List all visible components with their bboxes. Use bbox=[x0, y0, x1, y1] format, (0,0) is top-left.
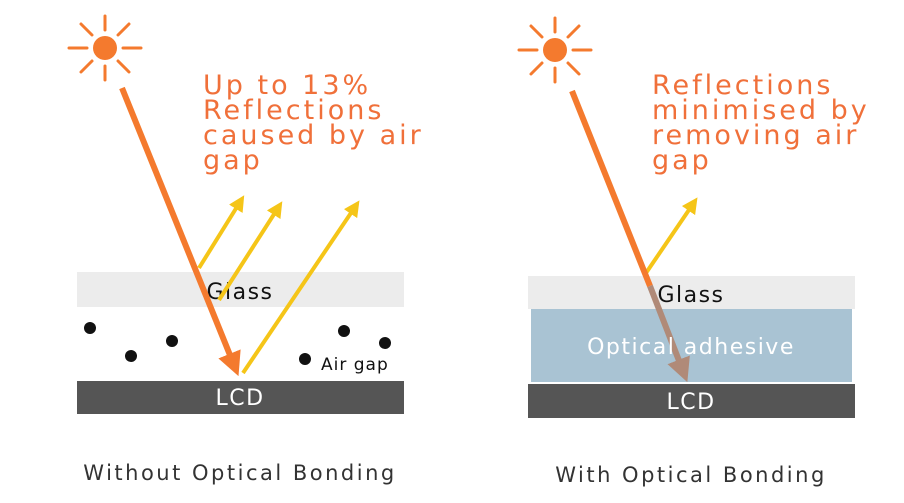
right-callout-line-1: Reflections bbox=[652, 70, 833, 101]
left-lcd-layer bbox=[77, 381, 404, 414]
right-glass-layer bbox=[528, 276, 855, 309]
left-callout-line-2: Reflections bbox=[203, 95, 384, 126]
reflected-ray bbox=[197, 195, 245, 270]
right-caption: With Optical Bonding bbox=[555, 463, 827, 487]
left-callout: Up to 13% Reflections caused by air gap bbox=[203, 70, 435, 176]
left-caption: Without Optical Bonding bbox=[83, 461, 396, 485]
right-lcd-label: LCD bbox=[666, 390, 715, 415]
air-dot bbox=[338, 325, 350, 337]
right-panel: Reflections minimised by removing air ga… bbox=[517, 16, 881, 487]
left-glass-layer bbox=[77, 272, 404, 307]
right-lcd-layer bbox=[528, 384, 855, 418]
right-incident-ray-transmitted bbox=[647, 284, 690, 383]
air-gap-label: Air gap bbox=[321, 355, 389, 375]
air-dot bbox=[379, 337, 391, 349]
left-callout-line-4: gap bbox=[203, 145, 263, 176]
right-callout-line-3: removing air bbox=[652, 120, 859, 151]
left-glass-label: Glass bbox=[206, 280, 273, 305]
left-incident-ray bbox=[119, 86, 241, 377]
sun-icon bbox=[67, 14, 143, 82]
right-callout-line-4: gap bbox=[652, 145, 712, 176]
left-lcd-label: LCD bbox=[215, 386, 264, 411]
air-gap-dots bbox=[84, 322, 391, 365]
right-callout: Reflections minimised by removing air ga… bbox=[652, 70, 881, 176]
left-panel: Up to 13% Reflections caused by air gap … bbox=[67, 14, 435, 485]
left-callout-line-1: Up to 13% bbox=[203, 70, 371, 101]
optical-adhesive-label: Optical adhesive bbox=[587, 335, 795, 360]
air-dot bbox=[166, 335, 178, 347]
right-reflected-ray bbox=[644, 197, 698, 275]
left-callout-line-3: caused by air bbox=[203, 120, 424, 151]
air-dot bbox=[299, 353, 311, 365]
air-dot bbox=[84, 322, 96, 334]
reflected-ray bbox=[217, 201, 283, 302]
air-dot bbox=[125, 350, 137, 362]
right-glass-label: Glass bbox=[657, 283, 724, 308]
left-reflected-rays bbox=[197, 195, 360, 375]
reflected-ray bbox=[241, 200, 360, 375]
sun-icon bbox=[517, 16, 593, 84]
right-incident-ray bbox=[569, 89, 653, 288]
optical-adhesive-layer bbox=[531, 309, 852, 382]
right-callout-line-2: minimised by bbox=[652, 95, 870, 126]
